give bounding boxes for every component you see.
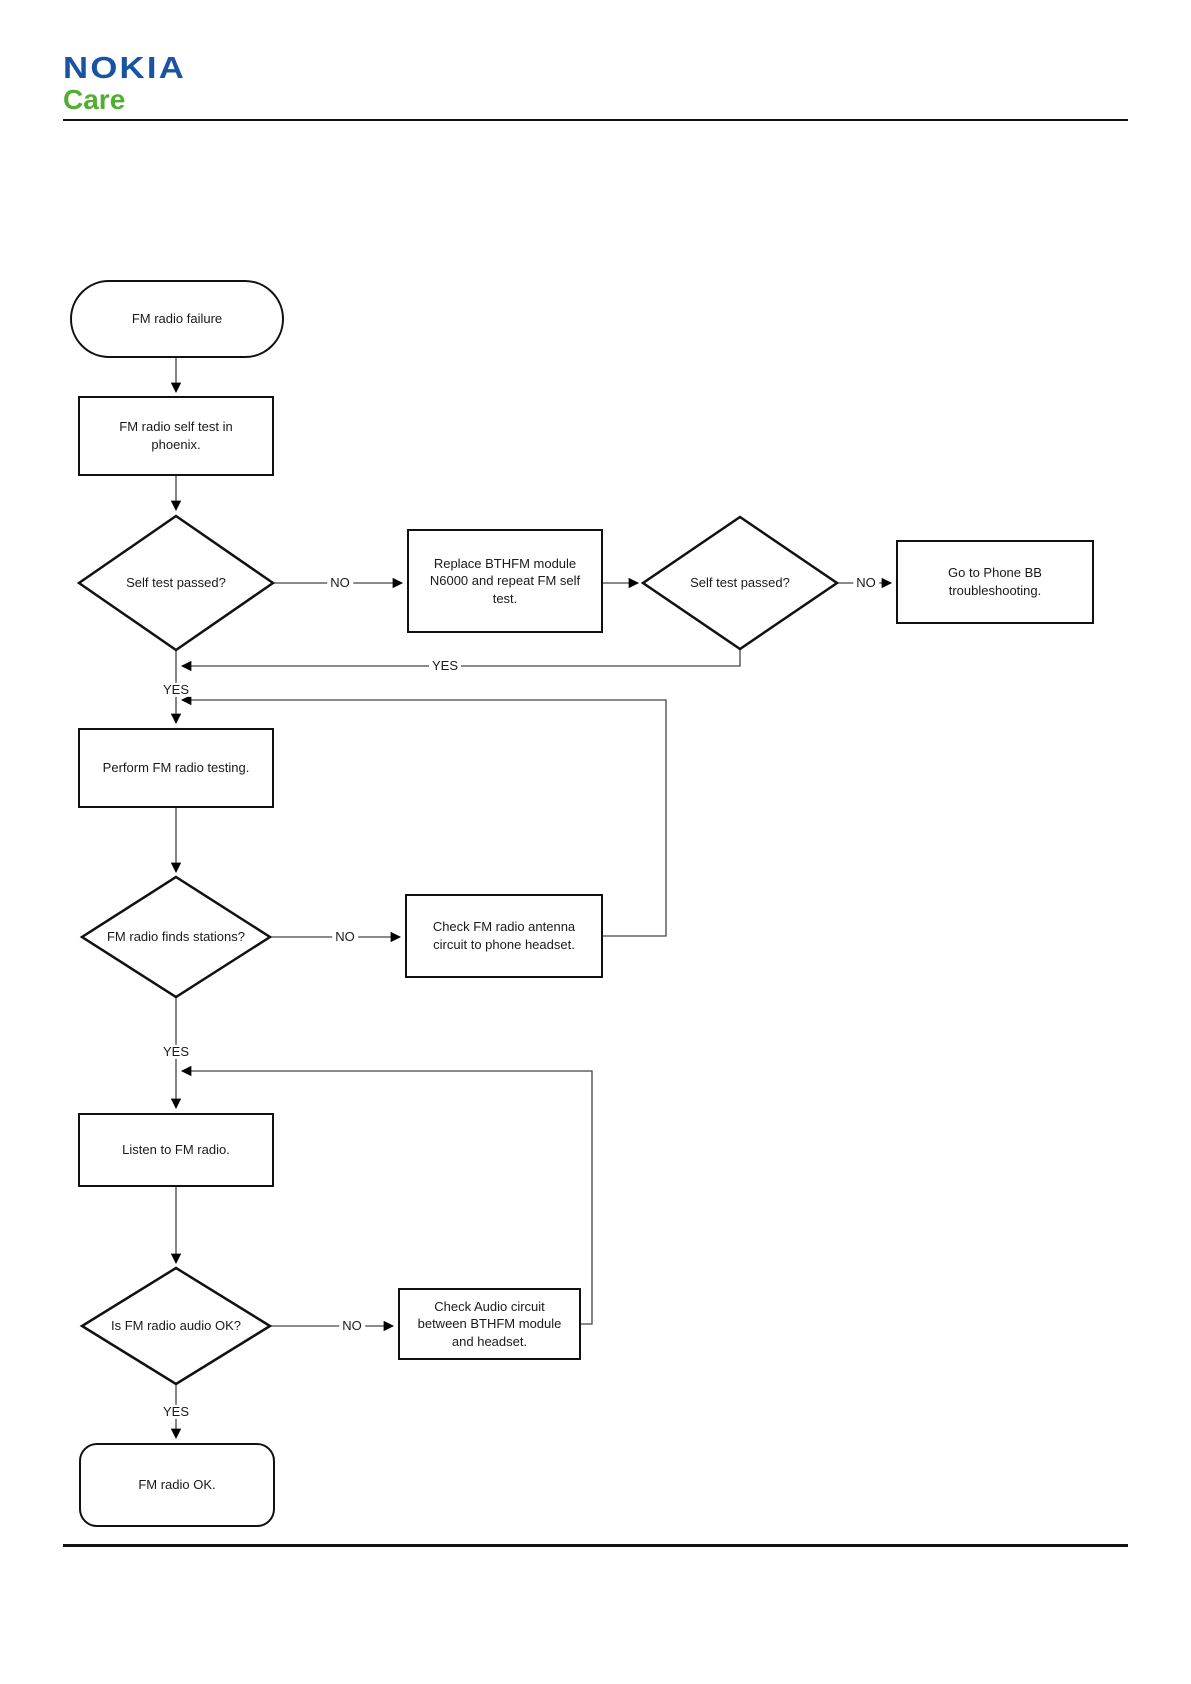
node-check-audio-process: Check Audio circuit between BTHFM module… — [398, 1288, 581, 1360]
node-start-terminator: FM radio failure — [70, 280, 284, 358]
edge-label-yes-3: YES — [159, 1044, 193, 1060]
edge-label-no-4: NO — [339, 1318, 365, 1334]
edge-label-yes-2: YES — [159, 682, 193, 698]
node-listen-process: Listen to FM radio. — [78, 1113, 274, 1187]
edge-antenna-loop — [180, 694, 667, 937]
node-selftest-process: FM radio self test in phoenix. — [78, 396, 274, 476]
edge-audio-loop — [180, 1065, 593, 1325]
decision-label-self-test-2: Self test passed? — [690, 574, 790, 590]
decision-self-test-passed-2 — [640, 515, 840, 651]
node-perform-testing-process: Perform FM radio testing. — [78, 728, 274, 808]
decision-label-audio-ok: Is FM radio audio OK? — [110, 1317, 242, 1333]
decision-self-test-passed-1 — [76, 514, 276, 652]
edge-label-yes-4: YES — [159, 1404, 193, 1420]
brand-logo: NOKIA Care — [63, 52, 184, 115]
edge-label-no-1: NO — [327, 575, 353, 591]
edge-label-no-3: NO — [332, 929, 358, 945]
node-check-antenna-process: Check FM radio antenna circuit to phone … — [405, 894, 603, 978]
decision-label-self-test-1: Self test passed? — [126, 574, 226, 590]
header-divider — [63, 119, 1128, 121]
nokia-logo: NOKIA — [63, 50, 187, 85]
care-logo: Care — [63, 84, 126, 115]
node-goto-bb-process: Go to Phone BB troubleshooting. — [896, 540, 1094, 624]
footer-divider — [63, 1544, 1128, 1547]
decision-label-finds-stations: FM radio finds stations? — [106, 928, 245, 944]
edge-d2-yes-to-spine — [180, 649, 741, 672]
decision-finds-stations — [79, 875, 273, 999]
node-replace-module-process: Replace BTHFM module N6000 and repeat FM… — [407, 529, 603, 633]
edge-label-no-2: NO — [853, 575, 879, 591]
edge-label-yes-1: YES — [428, 658, 462, 674]
decision-audio-ok — [79, 1266, 273, 1386]
node-ok-terminator: FM radio OK. — [79, 1443, 275, 1527]
